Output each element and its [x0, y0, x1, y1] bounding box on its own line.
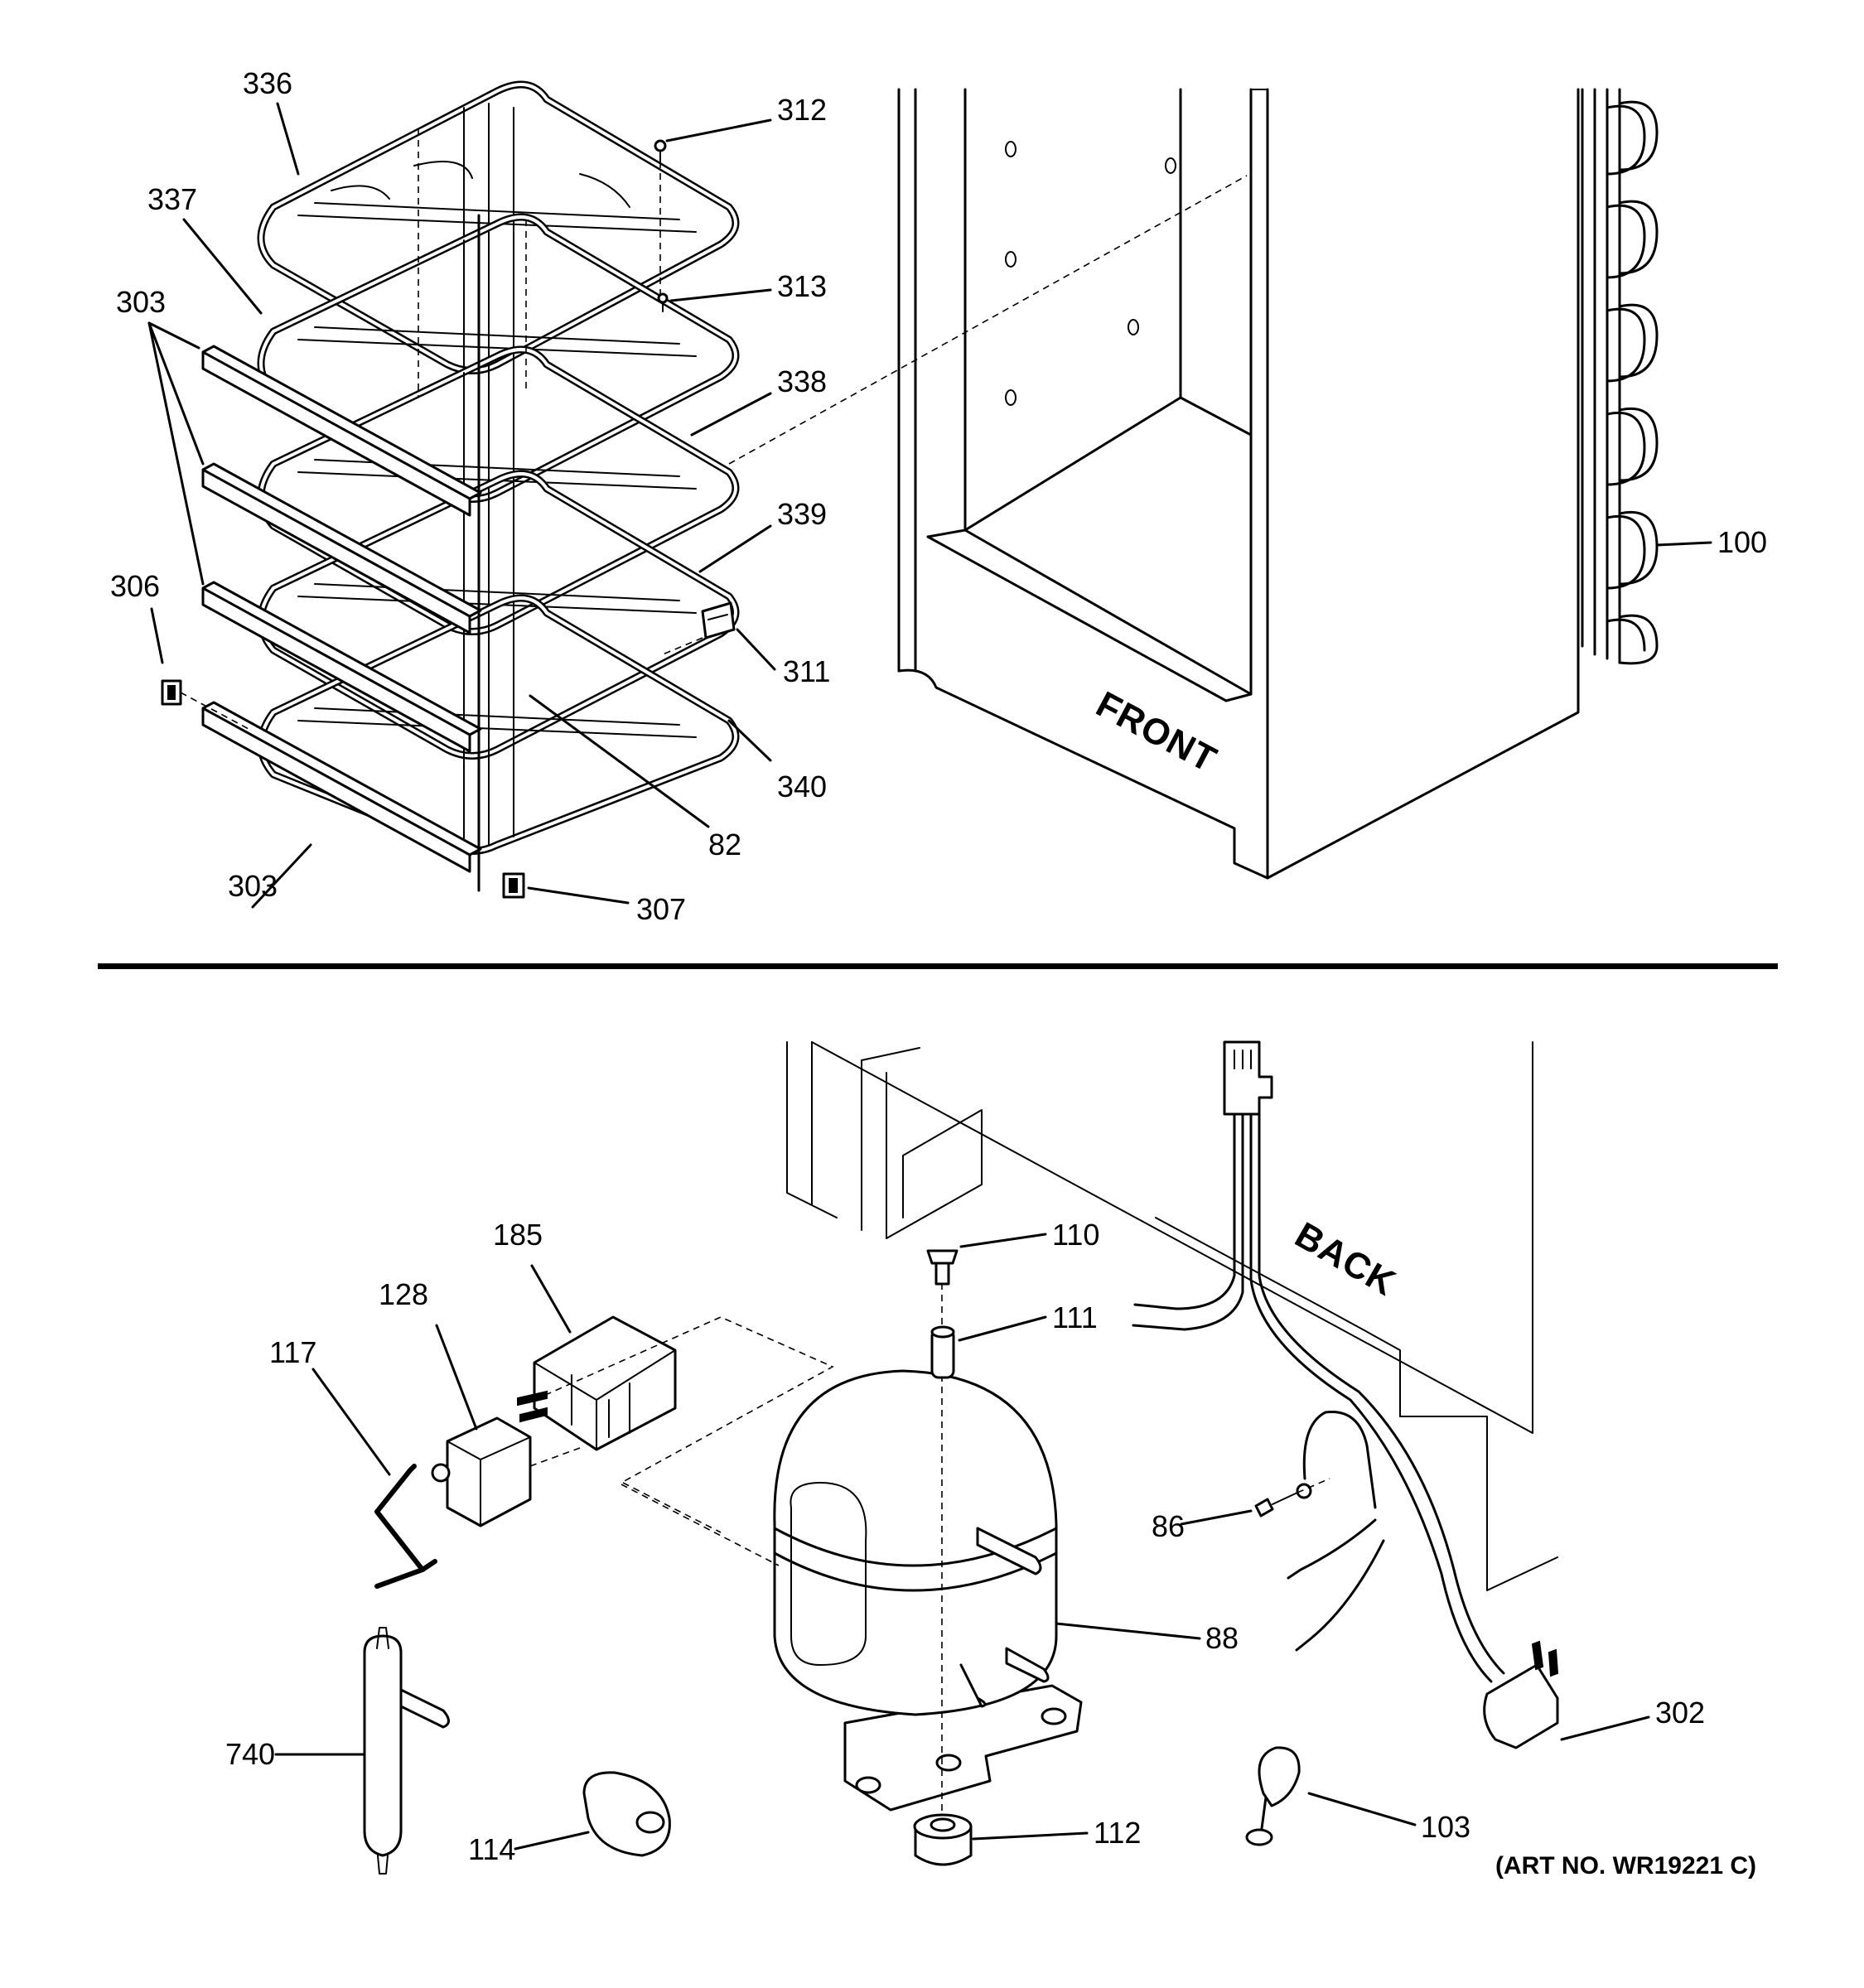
coil-layer-339 — [257, 470, 740, 760]
callouts-top: 336 312 337 313 303 338 339 306 311 340 … — [110, 66, 1767, 926]
callout-337: 337 — [147, 182, 197, 216]
callout-303-top: 303 — [116, 285, 166, 319]
callout-111: 111 — [1052, 1300, 1098, 1334]
callout-303-bottom: 303 — [228, 869, 278, 903]
leader-lines-bottom — [274, 1233, 1650, 1850]
wiring-harness — [1132, 1040, 1505, 1683]
grommet-112 — [913, 1813, 973, 1866]
screw-86 — [1254, 1492, 1298, 1518]
callout-340: 340 — [777, 770, 827, 803]
section-divider — [98, 963, 1778, 969]
callout-313: 313 — [777, 269, 827, 303]
callout-100: 100 — [1717, 525, 1767, 559]
screw-86-guide — [1297, 1478, 1330, 1493]
rails-303 — [201, 345, 482, 873]
rail-3 — [201, 581, 482, 753]
callout-112: 112 — [1094, 1816, 1141, 1850]
art-number: (ART NO. WR19221 C) — [1495, 1852, 1756, 1879]
callout-312: 312 — [777, 93, 827, 127]
clamp-103 — [1245, 1746, 1301, 1846]
rail-2 — [201, 462, 482, 635]
overload-128 — [431, 1416, 532, 1527]
callout-336: 336 — [243, 66, 292, 100]
clip-117 — [374, 1464, 437, 1589]
cabinet-hole — [1005, 141, 1017, 157]
callout-185: 185 — [493, 1218, 543, 1252]
cabinet-hole — [1128, 319, 1139, 335]
callout-103: 103 — [1421, 1810, 1470, 1844]
relay-guide-lines — [529, 1316, 834, 1566]
relay-185 — [517, 1315, 677, 1451]
rail-4 — [201, 701, 482, 873]
callout-306: 306 — [110, 569, 160, 603]
callout-86: 86 — [1152, 1509, 1185, 1543]
accumulator-740 — [363, 1627, 450, 1875]
compressor-88 — [773, 1369, 1083, 1812]
callouts-bottom: 185 110 128 111 117 86 88 740 302 114 11… — [225, 1218, 1705, 1866]
sleeve-111 — [930, 1325, 955, 1379]
callout-338: 338 — [777, 364, 827, 398]
condenser-coil-100 — [1581, 88, 1659, 665]
callout-339: 339 — [777, 497, 827, 531]
callout-302: 302 — [1655, 1696, 1705, 1730]
callout-307: 307 — [636, 892, 686, 926]
cabinet-hole — [1005, 389, 1017, 406]
callout-114: 114 — [468, 1832, 515, 1866]
callout-311: 311 — [783, 654, 830, 688]
evaporator-coil-assembly — [257, 80, 1248, 892]
front-stamp: FRONT — [1089, 684, 1223, 781]
clip-306-guide — [180, 692, 249, 730]
screw-312 — [654, 139, 667, 162]
bracket-311 — [701, 601, 736, 639]
screw-313 — [657, 292, 669, 312]
callout-110: 110 — [1052, 1218, 1099, 1252]
callout-82: 82 — [708, 828, 741, 861]
callout-740: 740 — [225, 1737, 275, 1771]
callout-88: 88 — [1205, 1621, 1239, 1655]
clip-306 — [161, 679, 182, 706]
back-stamp: BACK — [1288, 1214, 1403, 1304]
cabinet-hole — [1165, 157, 1176, 174]
coil-layer-340 — [257, 594, 740, 855]
grommet-114 — [582, 1771, 671, 1857]
bolt-110 — [926, 1249, 959, 1286]
cabinet-hole — [1005, 251, 1017, 268]
screw-guide-lines — [418, 128, 661, 398]
callout-117: 117 — [269, 1335, 316, 1369]
freezer-cabinet: FRONT — [897, 88, 1580, 880]
bracket-311-guide — [662, 637, 703, 655]
callout-128: 128 — [379, 1277, 428, 1311]
clip-307 — [502, 872, 525, 899]
machine-compartment — [786, 1041, 1558, 1591]
leader-lines-top — [147, 102, 1712, 909]
rail-1 — [201, 345, 482, 517]
assembly-line-coil-cabinet — [728, 175, 1248, 465]
plug-302 — [1483, 1640, 1559, 1749]
